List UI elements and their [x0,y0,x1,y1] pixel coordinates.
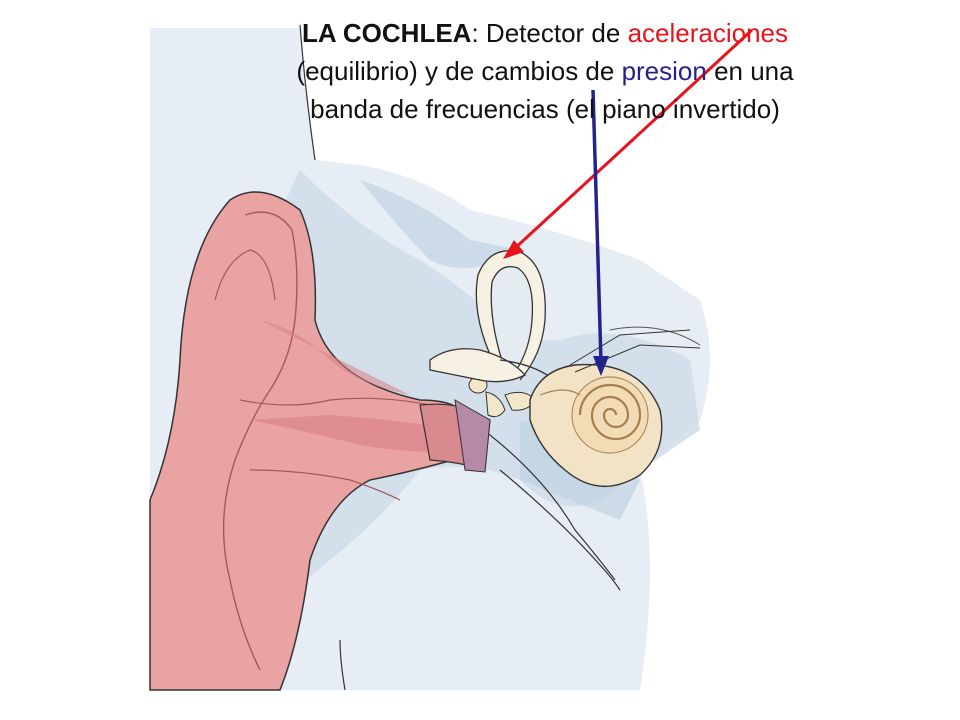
cochlea [529,329,701,487]
title-line-1-text: Detector de [485,18,628,48]
title-bold: LA COCHLEA [301,18,472,48]
keyword-aceleraciones: aceleraciones [627,18,788,48]
outer-ear [149,191,471,691]
title-line-3: banda de frecuencias (el piano invertido… [310,94,780,124]
slide-title: LA COCHLEA: Detector de aceleraciones (e… [200,14,890,128]
title-line-2-end: en una [706,56,794,86]
red-arrow-icon [503,28,754,259]
title-colon: : [471,18,486,48]
keyword-presion: presion [621,56,707,86]
blue-arrow-icon [591,89,609,376]
title-line-2: (equilibrio) y de cambios de presion en … [200,52,890,90]
semicircular-canals [429,250,561,386]
title-line-2-text: (equilibrio) y de cambios de [296,56,622,86]
ear-canal [419,399,491,473]
title-line-1: LA COCHLEA: Detector de aceleraciones [200,14,890,52]
